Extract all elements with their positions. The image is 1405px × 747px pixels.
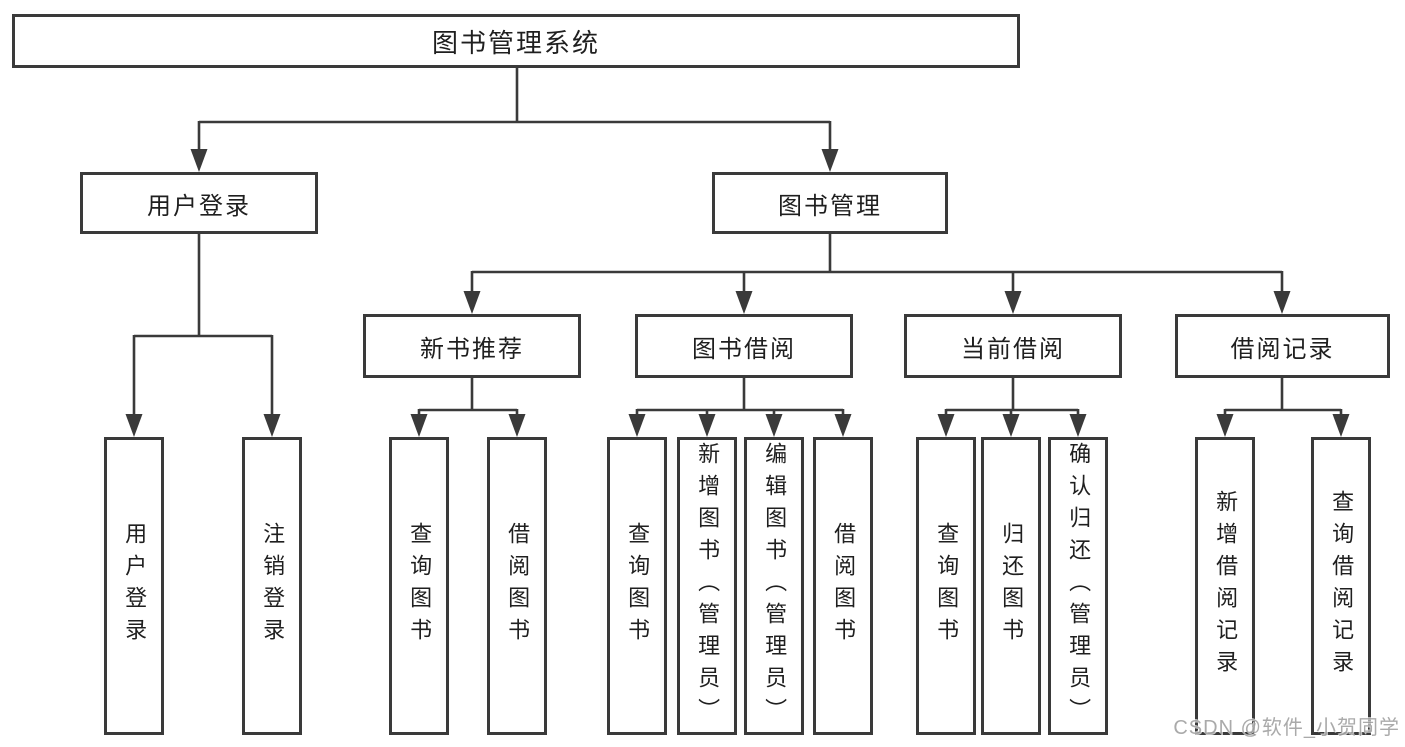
- module-borrow-records: 借阅记录: [1175, 314, 1390, 378]
- leaf-logout: 注销登录: [242, 437, 302, 735]
- leaf-label: 查询借阅记录: [1329, 490, 1355, 682]
- leaf-borrow-books-recommend: 借阅图书: [487, 437, 547, 735]
- leaf-label: 新增借阅记录: [1213, 490, 1239, 682]
- leaf-add-book-admin: 新增图书（管理员）: [677, 437, 737, 735]
- leaf-label: 查询图书: [934, 522, 960, 650]
- leaf-label: 归还图书: [999, 522, 1025, 650]
- leaf-label: 查询图书: [625, 522, 651, 650]
- leaf-label: 用户登录: [122, 522, 148, 650]
- leaf-return-books: 归还图书: [981, 437, 1041, 735]
- leaf-label: 查询图书: [407, 522, 433, 650]
- root-node-library-system: 图书管理系统: [12, 14, 1020, 68]
- node-user-login: 用户登录: [80, 172, 318, 234]
- module-new-book-recommend: 新书推荐: [363, 314, 581, 378]
- csdn-watermark: CSDN @软件_小贺同学: [1173, 717, 1400, 739]
- leaf-query-books-current: 查询图书: [916, 437, 976, 735]
- leaf-label: 编辑图书（管理员）: [762, 442, 788, 730]
- leaf-query-books-recommend: 查询图书: [389, 437, 449, 735]
- leaf-add-borrow-record: 新增借阅记录: [1195, 437, 1255, 735]
- leaf-label: 确认归还（管理员）: [1066, 442, 1092, 730]
- leaf-query-borrow-record: 查询借阅记录: [1311, 437, 1371, 735]
- leaf-label: 借阅图书: [505, 522, 531, 650]
- leaf-edit-book-admin: 编辑图书（管理员）: [744, 437, 804, 735]
- leaf-user-login: 用户登录: [104, 437, 164, 735]
- module-current-borrow: 当前借阅: [904, 314, 1122, 378]
- leaf-label: 借阅图书: [831, 522, 857, 650]
- leaf-confirm-return-admin: 确认归还（管理员）: [1048, 437, 1108, 735]
- arrowhead-icons: [125, 149, 1350, 437]
- node-book-management: 图书管理: [712, 172, 948, 234]
- module-book-borrow: 图书借阅: [635, 314, 853, 378]
- leaf-label: 注销登录: [260, 522, 286, 650]
- leaf-borrow-books: 借阅图书: [813, 437, 873, 735]
- leaf-query-books-borrow: 查询图书: [607, 437, 667, 735]
- leaf-label: 新增图书（管理员）: [695, 442, 721, 730]
